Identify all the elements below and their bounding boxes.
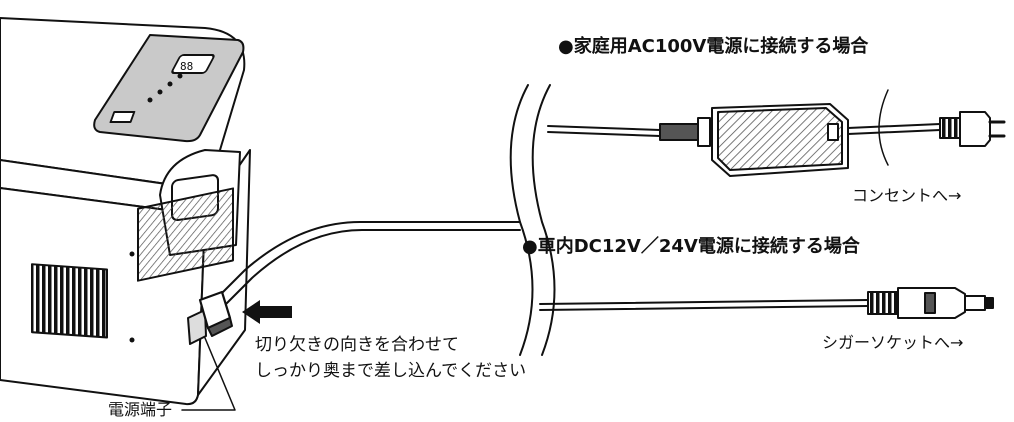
ac-connection-heading: ●家庭用AC100V電源に接続する場合 — [558, 36, 869, 57]
power-terminal-label: 電源端子 — [108, 400, 173, 419]
display-window — [171, 54, 215, 74]
svg-text:88: 88 — [180, 60, 193, 73]
power-terminal-socket — [187, 309, 207, 345]
insert-arrow — [242, 300, 292, 324]
instruction-line-2: しっかり奥まで差し込んでください — [255, 361, 527, 381]
cigar-socket-label: シガーソケットへ→ — [822, 333, 964, 352]
portable-fridge-illustration: 88 — [0, 17, 251, 406]
cigar-plug-illustration — [539, 287, 994, 319]
right-arrow-icon: → — [948, 186, 962, 205]
dc-connection-heading: ●車内DC12V／24V電源に接続する場合 — [522, 236, 860, 257]
insertion-instruction: 切り欠きの向きを合わせて しっかり奥まで差し込んでください — [255, 332, 526, 384]
dc-connector-plug — [198, 290, 233, 337]
instruction-line-1: 切り欠きの向きを合わせて — [255, 335, 459, 355]
power-cable — [209, 221, 521, 313]
right-arrow-icon: → — [950, 333, 964, 352]
side-vent — [137, 187, 234, 282]
power-terminal-leader — [181, 337, 236, 411]
outlet-label: コンセントへ→ — [852, 186, 962, 205]
ac-adapter-illustration — [547, 89, 1006, 177]
front-vent — [31, 263, 108, 339]
